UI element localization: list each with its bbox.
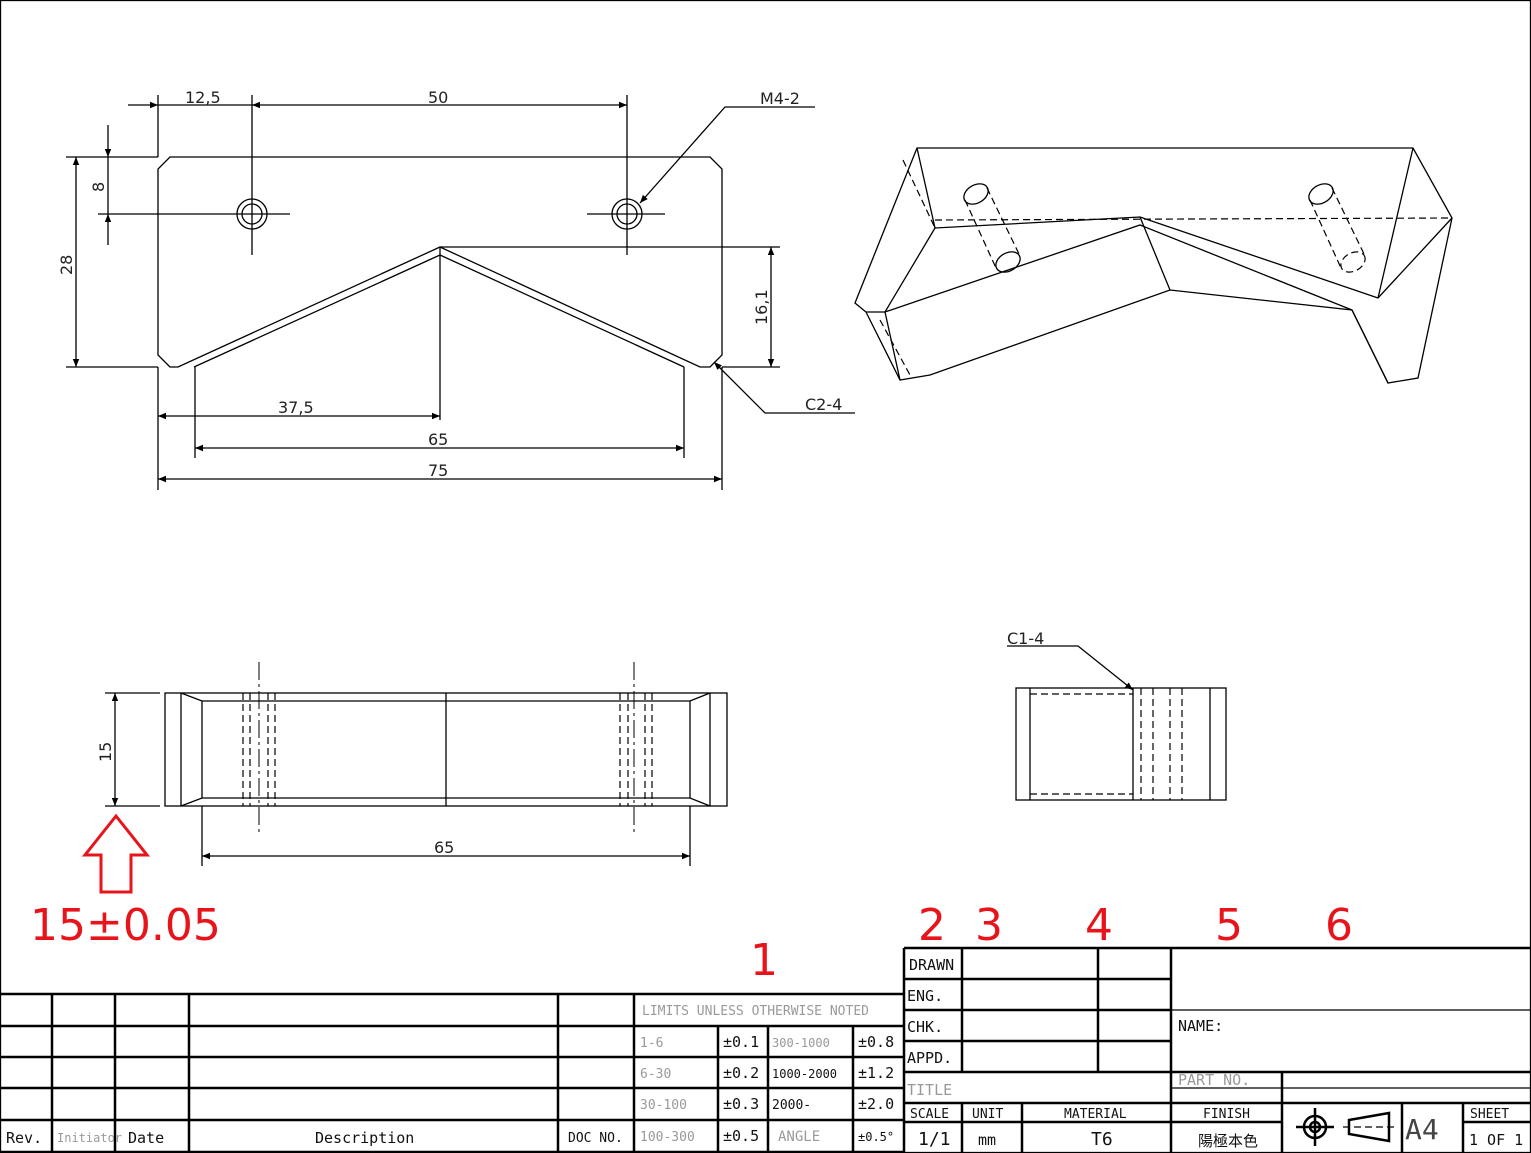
isometric-view <box>854 147 1453 384</box>
range: 1000-2000 <box>772 1067 837 1081</box>
hole-left <box>210 95 290 255</box>
label-material: MATERIAL <box>1064 1107 1127 1122</box>
callout-c1: C1-4 <box>1007 629 1044 648</box>
value-sheet: 1 OF 1 <box>1469 1131 1523 1149</box>
tolerance: ±0.8 <box>858 1033 894 1051</box>
tolerance: ±0.3 <box>723 1095 759 1113</box>
side-view: C1-4 <box>1007 629 1227 801</box>
marker-3: 3 <box>975 900 1003 951</box>
arrow-up-icon <box>81 813 151 894</box>
label-title: TITLE <box>907 1081 952 1099</box>
header-doc-no: DOC NO. <box>568 1131 623 1146</box>
tolerance: ±0.1 <box>723 1033 759 1051</box>
dim-16-1: 16,1 <box>752 289 771 325</box>
range: 6-30 <box>640 1067 671 1082</box>
label-drawn: DRAWN <box>909 956 954 974</box>
tolerance-row: 6-30 ±0.2 1000-2000 ±1.2 <box>640 1064 894 1082</box>
label-chk: CHK. <box>907 1018 943 1036</box>
callout-m4: M4-2 <box>760 89 800 108</box>
tolerance: ±2.0 <box>858 1095 894 1113</box>
marker-1: 1 <box>750 935 778 986</box>
label-name: NAME: <box>1178 1017 1223 1035</box>
tolerance: ±1.2 <box>858 1064 894 1082</box>
range: 100-300 <box>640 1130 695 1145</box>
dim-15: 15 <box>96 742 115 762</box>
value-material: T6 <box>1091 1129 1113 1150</box>
tolerance-table: 1-6 ±0.1 300-1000 ±0.8 6-30 ±0.2 1000-20… <box>640 1033 894 1145</box>
range: 1-6 <box>640 1036 663 1051</box>
tolerance-row: 1-6 ±0.1 300-1000 ±0.8 <box>640 1033 894 1051</box>
tolerance-row: 100-300 ±0.5 ANGLE ±0.5° <box>640 1127 894 1145</box>
dim-12-5: 12,5 <box>185 88 221 107</box>
label-eng: ENG. <box>907 987 943 1005</box>
value-unit: mm <box>978 1131 996 1149</box>
range: 30-100 <box>640 1098 687 1113</box>
header-rev: Rev. <box>6 1129 42 1147</box>
range: 2000- <box>772 1098 811 1113</box>
tolerance: ±0.5° <box>858 1130 894 1144</box>
dim-8: 8 <box>89 182 108 192</box>
top-view: 12,5 50 8 28 16,1 37,5 65 75 M4-2 C2-4 <box>57 88 855 490</box>
revision-table: Rev. Initiator Date Description DOC NO. … <box>0 948 906 1153</box>
red-annotations: 15±0.05 1 2 3 4 5 6 <box>30 813 1353 986</box>
marker-5: 5 <box>1215 900 1243 951</box>
limits-title: LIMITS UNLESS OTHERWISE NOTED <box>642 1004 869 1019</box>
dim-50: 50 <box>428 88 448 107</box>
tolerance-row: 30-100 ±0.3 2000- ±2.0 <box>640 1095 894 1113</box>
dim-75: 75 <box>428 461 448 480</box>
tolerance-note: 15±0.05 <box>30 900 221 951</box>
paper-size: A4 <box>1405 1113 1439 1146</box>
header-date: Date <box>128 1129 164 1147</box>
header-initiator: Initiator <box>57 1131 122 1145</box>
marker-4: 4 <box>1085 900 1113 951</box>
dim-37-5: 37,5 <box>278 398 314 417</box>
tolerance: ±0.5 <box>723 1127 759 1145</box>
header-description: Description <box>315 1129 414 1147</box>
first-angle-projection-icon <box>1296 1108 1395 1146</box>
label-finish: FINISH <box>1203 1107 1250 1122</box>
marker-2: 2 <box>918 900 946 951</box>
marker-6: 6 <box>1325 900 1353 951</box>
front-view: 15 65 <box>96 662 728 866</box>
dim-65-front: 65 <box>434 838 454 857</box>
value-scale: 1/1 <box>918 1129 951 1150</box>
label-scale: SCALE <box>910 1107 949 1122</box>
title-block: DRAWN ENG. CHK. APPD. TITLE NAME: PART N… <box>904 946 1531 1153</box>
dim-28: 28 <box>57 255 76 275</box>
range: ANGLE <box>778 1129 820 1145</box>
callout-c2: C2-4 <box>805 395 842 414</box>
label-unit: UNIT <box>972 1107 1003 1122</box>
label-part-no: PART NO. <box>1178 1071 1250 1089</box>
label-appd: APPD. <box>907 1049 952 1067</box>
dim-65-top: 65 <box>428 430 448 449</box>
label-sheet: SHEET <box>1470 1107 1509 1122</box>
tolerance: ±0.2 <box>723 1064 759 1082</box>
range: 300-1000 <box>772 1036 830 1050</box>
hole-right <box>587 95 665 255</box>
value-finish: 陽極本色 <box>1198 1132 1258 1150</box>
